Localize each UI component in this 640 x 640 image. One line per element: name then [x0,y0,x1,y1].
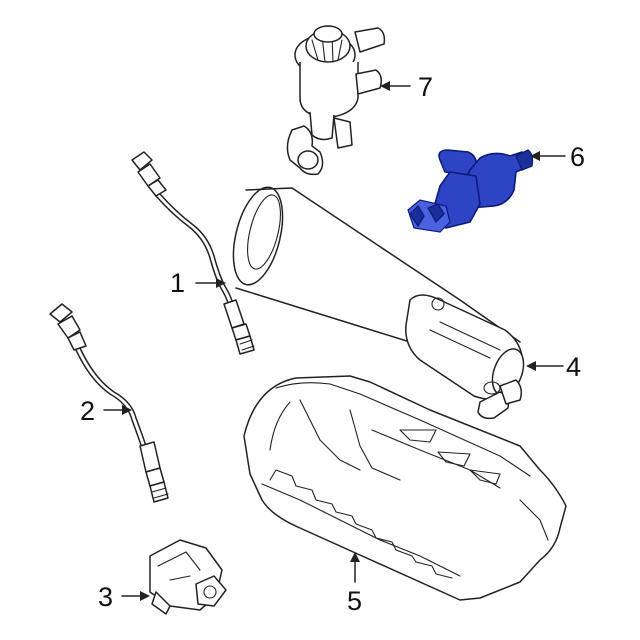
callout-6: 6 [570,142,585,172]
callout-1: 1 [170,268,185,298]
part-1-oxygen-sensor[interactable] [131,151,255,355]
callout-5: 5 [347,586,362,616]
callout-7: 7 [418,72,433,102]
part-7-purge-valve[interactable] [286,25,386,176]
part-4-canister[interactable] [225,182,530,420]
part-6-vent-valve[interactable] [407,149,534,233]
part-3-bracket[interactable] [149,539,227,615]
callout-3: 3 [98,582,113,612]
callout-4: 4 [566,352,581,382]
part-2-oxygen-sensor[interactable] [49,303,169,503]
part-5-tray[interactable] [243,375,567,601]
callout-leaders [103,81,566,601]
callout-2: 2 [80,396,95,426]
